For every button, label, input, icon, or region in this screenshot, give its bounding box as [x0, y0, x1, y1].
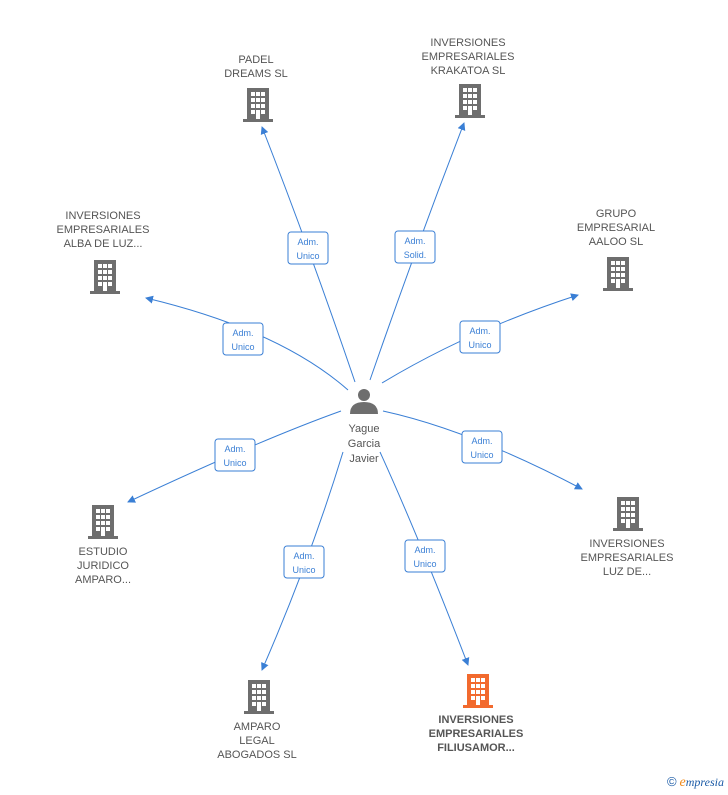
role-badge-box	[404, 539, 446, 573]
role-badge-alba[interactable]: Adm. Unico	[222, 322, 264, 356]
company-name-line: LEGAL	[239, 735, 274, 747]
company-name-line: INVERSIONES	[430, 37, 505, 49]
person-name-line: Garcia	[348, 438, 381, 450]
role-badge-filiusamor[interactable]: Adm. Unico	[404, 539, 446, 573]
company-name-line: AALOO SL	[589, 236, 643, 248]
role-badge-text: Unico	[413, 559, 436, 569]
role-badge-text: Unico	[292, 565, 315, 575]
role-badge-text: Adm.	[471, 436, 492, 446]
company-name-line: ALBA DE LUZ...	[64, 238, 143, 250]
building-icon	[244, 680, 274, 714]
company-name-line: EMPRESARIAL	[577, 222, 655, 234]
company-node-estudio[interactable]: ESTUDIO JURIDICO AMPARO...	[75, 505, 131, 586]
company-name-line: EMPRESARIALES	[422, 51, 515, 63]
building-icon	[88, 505, 118, 539]
role-badge-box	[283, 545, 325, 579]
roles-layer: Adm.UnicoAdm.Solid.Adm.UnicoAdm.UnicoAdm…	[214, 230, 503, 579]
building-icon	[463, 674, 493, 708]
building-icon	[603, 257, 633, 291]
role-badge-box	[394, 230, 436, 264]
company-name-line: FILIUSAMOR...	[437, 742, 515, 754]
building-icon	[613, 497, 643, 531]
role-badge-luzde[interactable]: Adm. Unico	[461, 430, 503, 464]
role-badge-text: Adm.	[404, 236, 425, 246]
copyright-icon: ©	[666, 774, 677, 789]
person-name-line: Javier	[349, 453, 379, 465]
role-badge-text: Adm.	[469, 326, 490, 336]
person-icon	[350, 389, 378, 414]
role-badge-amparo[interactable]: Adm. Unico	[283, 545, 325, 579]
role-badge-text: Unico	[468, 340, 491, 350]
role-badge-text: Unico	[296, 251, 319, 261]
building-icon	[243, 88, 273, 122]
role-badge-box	[459, 320, 501, 354]
role-badge-estudio[interactable]: Adm. Unico	[214, 438, 256, 472]
company-node-amparo[interactable]: AMPARO LEGAL ABOGADOS SL	[217, 680, 297, 761]
company-node-luzde[interactable]: INVERSIONES EMPRESARIALES LUZ DE...	[581, 497, 674, 578]
company-name-line: AMPARO...	[75, 574, 131, 586]
role-badge-text: Adm.	[293, 551, 314, 561]
company-name-line: INVERSIONES	[438, 714, 513, 726]
role-badge-text: Unico	[223, 458, 246, 468]
company-name-line: EMPRESARIALES	[581, 552, 674, 564]
role-badge-padel[interactable]: Adm. Unico	[287, 231, 329, 265]
company-name-line: EMPRESARIALES	[429, 728, 524, 740]
company-name-line: LUZ DE...	[603, 566, 651, 578]
brand-logo: © empresia	[666, 774, 724, 790]
company-node-alba[interactable]: INVERSIONES EMPRESARIALES ALBA DE LUZ...	[57, 210, 150, 294]
company-node-filiusamor[interactable]: INVERSIONES EMPRESARIALES FILIUSAMOR...	[429, 674, 524, 754]
role-badge-text: Solid.	[404, 250, 427, 260]
company-name-line: KRAKATOA SL	[431, 65, 506, 77]
role-badge-box	[287, 231, 329, 265]
role-badge-text: Adm.	[232, 328, 253, 338]
role-badge-krakatoa[interactable]: Adm. Solid.	[394, 230, 436, 264]
company-name-line: INVERSIONES	[589, 538, 664, 550]
company-name-line: AMPARO	[234, 721, 281, 733]
company-name-line: JURIDICO	[77, 560, 129, 572]
company-node-aaloo[interactable]: GRUPO EMPRESARIAL AALOO SL	[577, 208, 655, 291]
role-badge-aaloo[interactable]: Adm. Unico	[459, 320, 501, 354]
nodes-layer: PADEL DREAMS SL INVERSIONES EMPRESARIALES KR…	[57, 37, 674, 761]
building-icon	[90, 260, 120, 294]
role-badge-box	[222, 322, 264, 356]
role-badge-text: Adm.	[297, 237, 318, 247]
role-badge-text: Unico	[231, 342, 254, 352]
person-name-line: Yague	[349, 423, 380, 435]
company-node-krakatoa[interactable]: INVERSIONES EMPRESARIALES KRAKATOA SL	[422, 37, 515, 118]
role-badge-text: Unico	[470, 450, 493, 460]
company-name-line: ESTUDIO	[79, 546, 128, 558]
company-name-line: GRUPO	[596, 208, 637, 220]
role-badge-text: Adm.	[414, 545, 435, 555]
company-name-line: ABOGADOS SL	[217, 749, 296, 761]
company-name-line: PADEL	[238, 54, 273, 66]
role-badge-box	[214, 438, 256, 472]
edges-layer	[127, 122, 583, 671]
company-name-line: DREAMS SL	[224, 68, 288, 80]
role-badge-box	[461, 430, 503, 464]
building-icon	[455, 84, 485, 118]
company-node-padel[interactable]: PADEL DREAMS SL	[224, 54, 288, 122]
company-name-line: INVERSIONES	[65, 210, 140, 222]
company-name-line: EMPRESARIALES	[57, 224, 150, 236]
role-badge-text: Adm.	[224, 444, 245, 454]
